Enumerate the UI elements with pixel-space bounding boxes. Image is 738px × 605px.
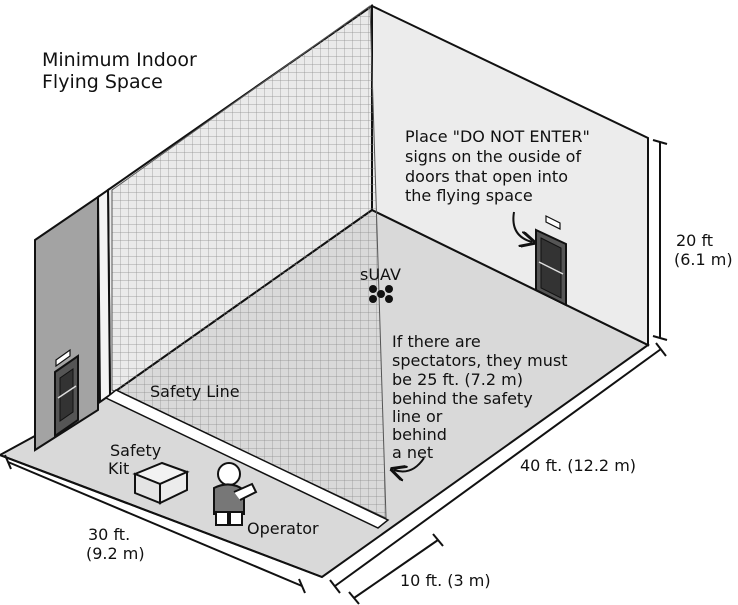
spectator-note-line-1: If there are: [392, 332, 481, 351]
height-label-1: 20 ft: [676, 231, 713, 250]
net-note-arrow: [394, 457, 425, 472]
height-label-2: (6.1 m): [674, 250, 733, 269]
width-label-2: (9.2 m): [86, 544, 145, 563]
drone-icon: [369, 285, 393, 303]
title-line-1: Minimum Indoor: [42, 49, 197, 71]
width-label-1: 30 ft.: [88, 525, 130, 544]
safety-line-strip: [104, 389, 390, 529]
door-note-line-1: Place "DO NOT ENTER": [405, 127, 590, 146]
spectator-note-line-6: behind: [392, 425, 447, 444]
door-note-line-4: the flying space: [405, 186, 533, 205]
safety-kit-label-1: Safety: [110, 441, 161, 460]
length-label: 40 ft. (12.2 m): [520, 456, 636, 475]
safety-line-label: Safety Line: [150, 382, 240, 401]
spectator-note-line-5: line or: [392, 407, 443, 426]
safety-kit-icon: [132, 461, 190, 505]
operator-label: Operator: [247, 519, 319, 538]
door-note-arrow: [512, 211, 532, 242]
wall-corner: [96, 188, 112, 404]
spectator-note-line-2: spectators, they must: [392, 351, 568, 370]
width-dimension: [4, 454, 306, 594]
door-right-icon: [535, 215, 567, 307]
zone-dimension: [348, 533, 444, 605]
spectator-note-line-4: behind the safety: [392, 389, 533, 408]
left-wall: [34, 195, 99, 452]
title-line-2: Flying Space: [42, 71, 163, 93]
spectator-note-line-3: be 25 ft. (7.2 m): [392, 370, 523, 389]
safety-net: [111, 5, 387, 519]
safety-kit-label-2: Kit: [108, 459, 129, 478]
operator-icon: [213, 462, 258, 526]
door-note-line-2: signs on the ouside of: [405, 147, 581, 166]
length-dimension: [329, 342, 667, 594]
spectator-note-line-7: a net: [392, 443, 433, 462]
suav-label: sUAV: [360, 265, 401, 284]
door-left-icon: [54, 348, 79, 438]
zone-label: 10 ft. (3 m): [400, 571, 491, 590]
door-note-line-3: doors that open into: [405, 167, 568, 186]
height-dimension: [652, 139, 668, 341]
operator-zone-edge: [0, 454, 323, 578]
